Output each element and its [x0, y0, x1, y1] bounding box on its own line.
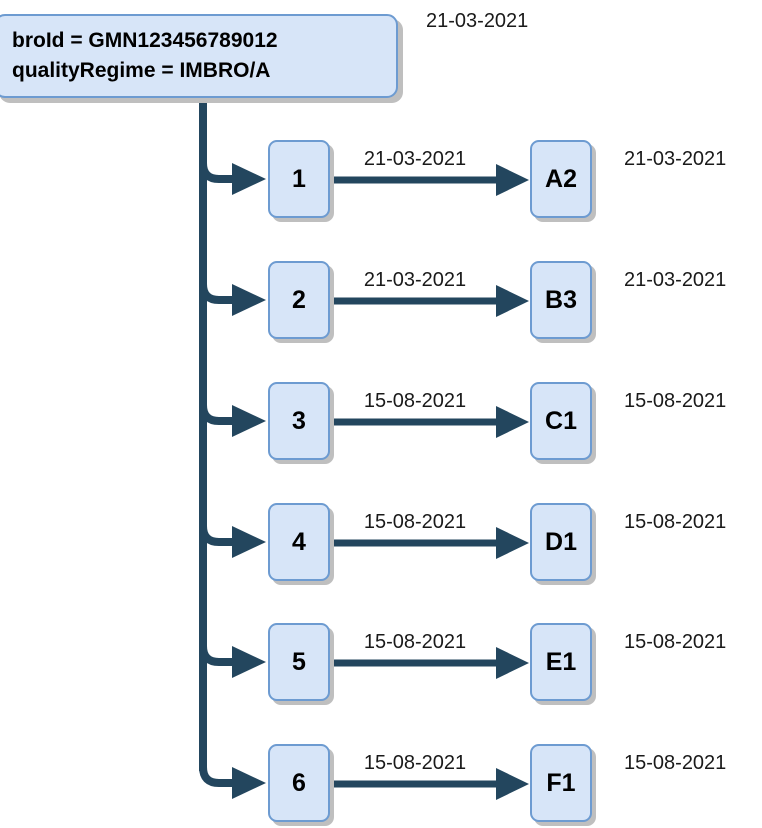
mid-node-3-label: 3: [292, 406, 306, 435]
mid-node-5-label: 5: [292, 647, 306, 676]
branch-elbow-6: [199, 766, 232, 787]
row-arrowheads: [496, 164, 529, 800]
mid-node-1[interactable]: 1: [268, 140, 330, 218]
edge-date-6: 15-08-2021: [363, 752, 467, 774]
right-node-b3-label: B3: [545, 285, 577, 314]
mid-node-2[interactable]: 2: [268, 261, 330, 339]
right-node-d1[interactable]: D1: [530, 503, 592, 581]
right-date-label-5: 15-08-2021: [624, 631, 727, 653]
right-date-label-1: 21-03-2021: [624, 148, 727, 170]
mid-node-6[interactable]: 6: [268, 744, 330, 822]
root-node-broid: broId = GMN123456789012: [12, 29, 278, 52]
root-node-quality-regime: qualityRegime = IMBRO/A: [12, 59, 271, 82]
edge-date-3: 15-08-2021: [363, 390, 467, 412]
right-node-c1[interactable]: C1: [530, 382, 592, 460]
mid-node-4[interactable]: 4: [268, 503, 330, 581]
branch-arrowheads: [232, 163, 266, 799]
edge-date-4: 15-08-2021: [363, 511, 467, 533]
row-connector-lines: [330, 176, 498, 788]
right-node-e1-label: E1: [545, 647, 577, 676]
right-node-a2-label: A2: [545, 164, 577, 193]
mid-node-5[interactable]: 5: [268, 623, 330, 701]
right-node-b3[interactable]: B3: [530, 261, 592, 339]
mid-node-6-label: 6: [292, 768, 306, 797]
right-date-label-2: 21-03-2021: [624, 269, 727, 291]
branch-elbow-1: [199, 162, 232, 183]
branch-elbow-5: [199, 645, 232, 666]
branch-elbow-2: [199, 283, 232, 304]
right-date-label-4: 15-08-2021: [624, 511, 727, 533]
right-node-c1-label: C1: [545, 406, 577, 435]
right-date-label-6: 15-08-2021: [624, 752, 727, 774]
right-node-f1[interactable]: F1: [530, 744, 592, 822]
edge-date-1: 21-03-2021: [363, 148, 467, 170]
branch-elbow-4: [199, 525, 232, 546]
edge-date-5: 15-08-2021: [363, 631, 467, 653]
root-date-label: 21-03-2021: [426, 10, 529, 32]
right-node-e1[interactable]: E1: [530, 623, 592, 701]
mid-node-3[interactable]: 3: [268, 382, 330, 460]
root-node[interactable]: broId = GMN123456789012 qualityRegime = …: [0, 14, 398, 98]
mid-node-4-label: 4: [292, 527, 306, 556]
right-node-f1-label: F1: [546, 768, 576, 797]
branch-elbow-3: [199, 404, 232, 425]
mid-node-1-label: 1: [292, 164, 306, 193]
edge-date-2: 21-03-2021: [363, 269, 467, 291]
right-node-d1-label: D1: [545, 527, 577, 556]
right-node-a2[interactable]: A2: [530, 140, 592, 218]
right-date-label-3: 15-08-2021: [624, 390, 727, 412]
mid-node-2-label: 2: [292, 285, 306, 314]
